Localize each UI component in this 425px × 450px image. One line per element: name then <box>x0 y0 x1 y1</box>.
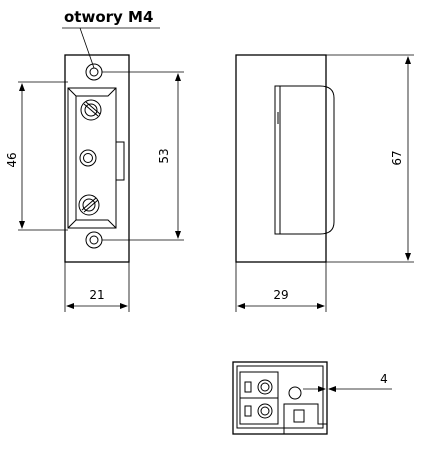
side-lock-body <box>274 85 335 235</box>
side-view: 67 29 <box>235 54 414 312</box>
lower-screw <box>78 194 100 216</box>
bottom-step-profile <box>283 403 327 434</box>
front-view: 46 53 21 <box>5 54 184 312</box>
dimension-offset: 4 <box>303 372 392 396</box>
bottom-inner-outline <box>236 365 324 429</box>
dimension-width: 21 <box>64 262 130 312</box>
bottom-latch <box>293 409 305 423</box>
side-outline <box>235 54 327 263</box>
lock-top-bevel <box>67 87 117 97</box>
terminal-slot-1 <box>244 381 252 393</box>
dimension-53-label: 53 <box>157 148 171 163</box>
dimension-depth: 29 <box>235 262 327 312</box>
callout-leader <box>79 27 95 69</box>
dimension-46-label: 46 <box>5 152 19 167</box>
dimension-height: 67 <box>326 54 414 263</box>
terminal-screw-1 <box>257 379 273 395</box>
bottom-outline <box>232 361 328 435</box>
side-lug <box>115 141 125 181</box>
bottom-view: 4 <box>232 361 392 435</box>
bottom-hole <box>288 386 302 400</box>
terminal-screw-2 <box>257 403 273 419</box>
terminal-slot-2 <box>244 405 252 417</box>
upper-screw <box>80 99 102 121</box>
dimension-inner-height: 46 <box>5 81 68 231</box>
callout-label: otwory M4 <box>64 8 153 26</box>
dimension-4-label: 4 <box>380 372 388 386</box>
lock-bottom-bevel <box>67 219 117 229</box>
top-mounting-hole <box>85 63 103 81</box>
dimension-67-label: 67 <box>390 150 404 165</box>
dimension-29-label: 29 <box>273 288 288 302</box>
front-plate <box>64 54 130 263</box>
bottom-mounting-hole <box>85 231 103 249</box>
middle-screw <box>79 149 97 167</box>
holes-callout: otwory M4 <box>62 8 160 69</box>
dimension-21-label: 21 <box>89 288 104 302</box>
dimension-hole-spacing: 53 <box>102 71 184 241</box>
